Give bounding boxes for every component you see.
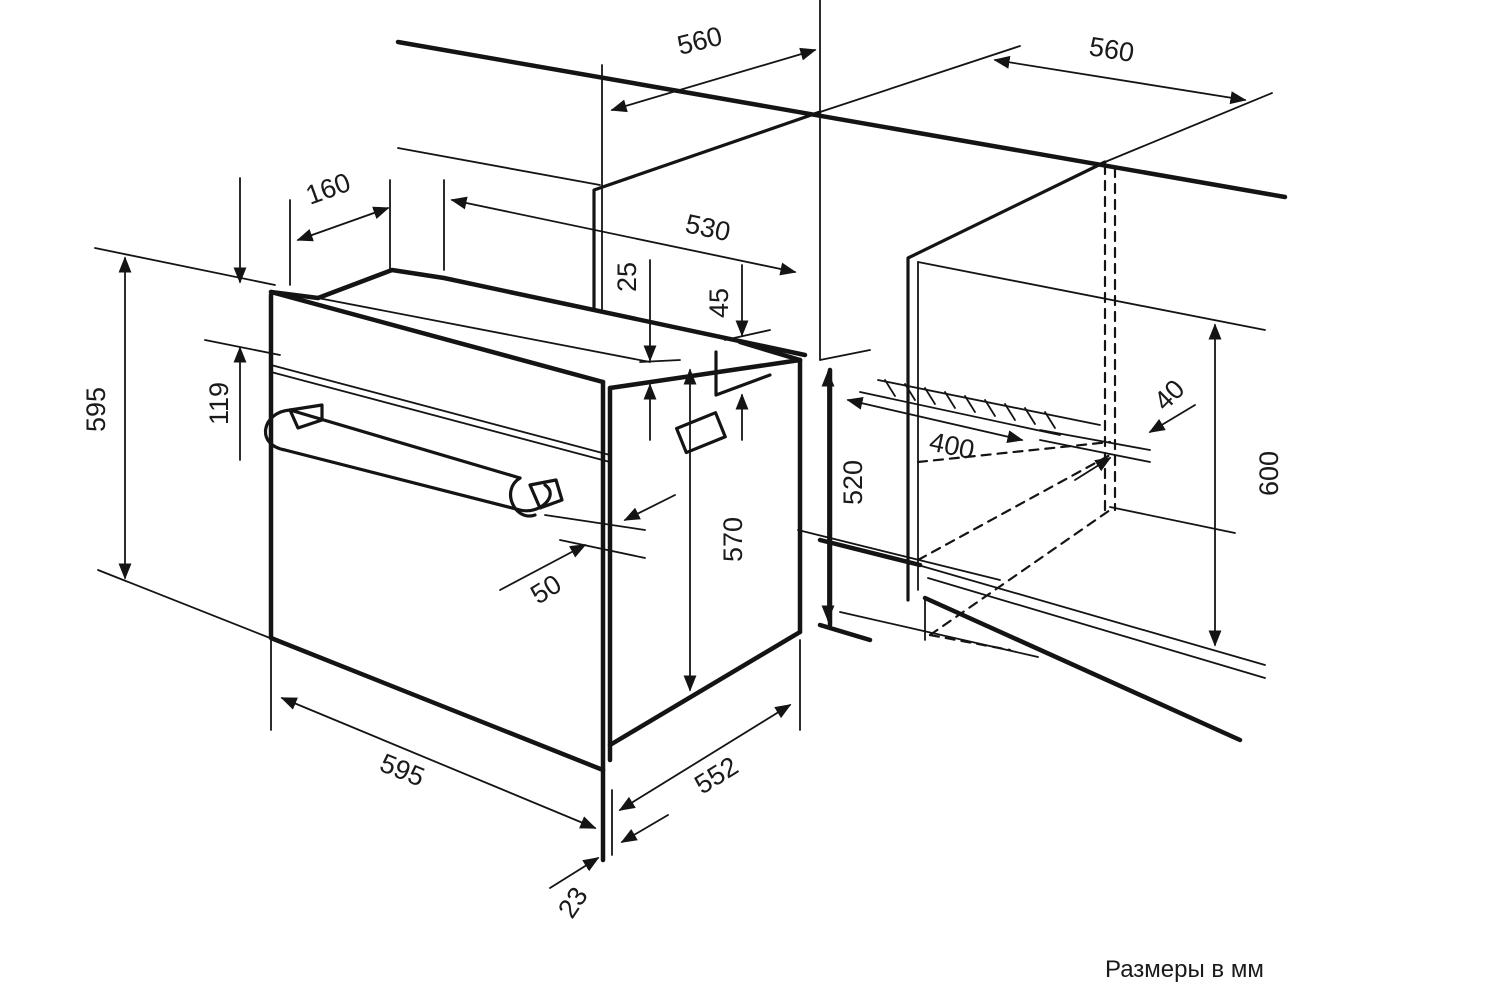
dimension-labels: 560 560 530 160 25 45 119 595 570 50 595… (81, 21, 1284, 924)
dim-niche-depth-top: 530 (683, 209, 733, 248)
dimension-lines (94, 47, 1247, 889)
dim-side-gap: 45 (704, 288, 734, 318)
dim-vent-depth: 40 (1148, 374, 1190, 416)
dim-niche-height-left: 520 (838, 460, 868, 505)
dim-back-clearance: 160 (302, 167, 355, 211)
right-niche (859, 160, 1266, 743)
dim-cabinet-depth-right: 560 (1087, 31, 1136, 68)
dim-niche-width: 570 (718, 517, 748, 562)
dim-oven-depth: 552 (689, 751, 743, 800)
units-note: Размеры в мм (1105, 956, 1264, 983)
countertop-lines (395, 39, 1288, 200)
dim-control-panel-height: 119 (204, 382, 234, 425)
dim-niche-height-right: 600 (1254, 451, 1284, 496)
dim-oven-width: 595 (376, 748, 429, 793)
dim-door-thickness: 23 (552, 882, 594, 924)
dim-door-offset: 50 (525, 569, 566, 610)
vent-opening (859, 379, 1101, 436)
dim-oven-height: 595 (81, 387, 111, 432)
dim-cabinet-depth-upper: 560 (674, 21, 725, 61)
dim-top-gap: 25 (612, 262, 642, 292)
